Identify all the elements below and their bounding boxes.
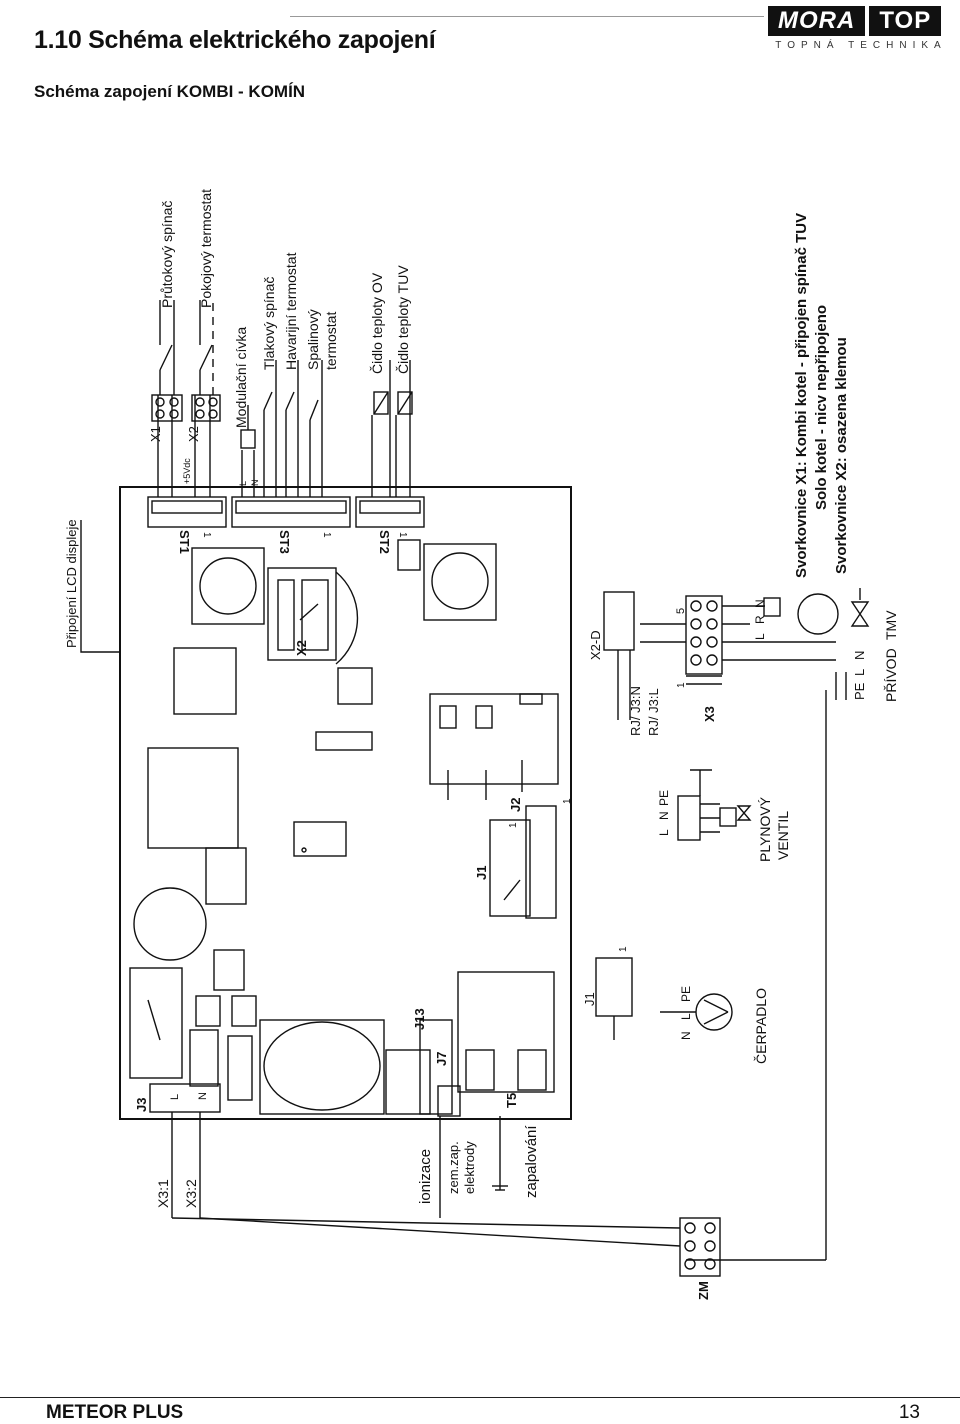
j3-pin-l: L bbox=[169, 1094, 181, 1100]
j1b-label: J1 bbox=[582, 992, 597, 1006]
x3-2-label: X3:2 bbox=[183, 1179, 199, 1208]
j3-pin-n: N bbox=[197, 1092, 209, 1100]
control-board bbox=[119, 486, 572, 1120]
x3-label: X3 bbox=[702, 706, 717, 722]
x1-label: X1 bbox=[148, 426, 163, 442]
logo-right: TOP bbox=[869, 6, 942, 36]
rj-n-label: RJ/ J3:N bbox=[628, 686, 643, 736]
x3-pin1: 1 bbox=[676, 682, 687, 688]
pressure-switch-label: Tlakový spínač bbox=[261, 277, 277, 370]
page-title: 1.10 Schéma elektrického zapojení bbox=[34, 26, 436, 54]
valve-pin-l: L bbox=[657, 829, 671, 836]
tmv-label: TMV bbox=[883, 610, 899, 640]
st3-label: ST3 bbox=[277, 530, 292, 554]
zem-zap-label: zem.zap. bbox=[446, 1141, 461, 1194]
rj-l-label: RJ/ J3:L bbox=[646, 688, 661, 736]
valve-terminal bbox=[677, 795, 701, 841]
x3-pin5: 5 bbox=[675, 608, 687, 614]
valve-label-1: PLYNOVÝ bbox=[757, 796, 773, 862]
lrn-pin-r: R bbox=[753, 615, 767, 624]
supply-label: PŘÍVOD bbox=[883, 648, 899, 702]
page-subtitle: Schéma zapojení KOMBI - KOMÍN bbox=[34, 82, 306, 101]
lrn-pin-n: N bbox=[753, 599, 767, 608]
sensor-tuv bbox=[397, 391, 413, 415]
emergency-thermostat-label: Havarijní termostat bbox=[283, 252, 299, 370]
sensor-ov bbox=[373, 391, 389, 415]
st1-label: ST1 bbox=[177, 530, 192, 554]
x2-board-label: X2 bbox=[294, 640, 309, 656]
st2-label: ST2 bbox=[377, 530, 392, 554]
j13-label: J13 bbox=[412, 1008, 427, 1030]
j1a-label: J1 bbox=[474, 866, 489, 880]
sensor-ov-label: Čidlo teploty OV bbox=[369, 272, 385, 374]
footer-rule bbox=[0, 1397, 960, 1398]
j3-label: J3 bbox=[134, 1098, 149, 1112]
footer-model: METEOR PLUS bbox=[46, 1402, 184, 1423]
room-thermostat-label: Pokojový termostat bbox=[198, 189, 214, 308]
j2-pin1: 1 bbox=[508, 822, 519, 828]
zapalovani-label: zapalování bbox=[523, 1125, 540, 1198]
pump-pin-n: N bbox=[679, 1031, 693, 1040]
pump-label: ČERPADLO bbox=[753, 988, 769, 1064]
supply-pin-pe: PE bbox=[852, 682, 867, 700]
brand-logo: MORA TOP TOPNÁ TECHNIKA bbox=[768, 6, 954, 51]
st3-pin1: 1 bbox=[321, 532, 332, 538]
x3-1-label: X3:1 bbox=[155, 1179, 171, 1208]
lcd-lead bbox=[80, 520, 120, 653]
tmv-motor bbox=[797, 593, 839, 635]
valve-label-2: VENTIL bbox=[775, 811, 791, 860]
ionizace-label: ionizace bbox=[417, 1149, 434, 1204]
x2-terminal bbox=[191, 394, 221, 422]
st3-connector bbox=[231, 496, 351, 528]
j2-label: J2 bbox=[508, 798, 523, 812]
t5-label: T5 bbox=[504, 1093, 519, 1108]
coil-pin-l: L bbox=[238, 481, 248, 486]
board-pin1: 1 bbox=[562, 798, 573, 804]
flue-thermostat-label-2: termostat bbox=[323, 312, 339, 370]
valve-pin-n: N bbox=[657, 811, 671, 820]
lcd-label: Připojení LCD displeje bbox=[64, 519, 79, 648]
logo-tagline: TOPNÁ TECHNIKA bbox=[775, 40, 947, 51]
header-rule bbox=[290, 16, 764, 17]
x2-label: X2 bbox=[186, 426, 201, 442]
st1-pin1: 1 bbox=[201, 532, 212, 538]
zm-terminal bbox=[679, 1217, 721, 1277]
lrn-pin-l: L bbox=[753, 633, 767, 640]
st1-connector bbox=[147, 496, 227, 528]
j7-label: J7 bbox=[434, 1052, 449, 1066]
note-2: Solo kotel - nicv nepřipojeno bbox=[813, 305, 830, 510]
pump-pin-pe: PE bbox=[679, 986, 693, 1002]
vdc-label: +5Vdc bbox=[182, 458, 192, 484]
pump-pin-l: L bbox=[679, 1013, 693, 1020]
valve-pin-pe: PE bbox=[657, 790, 671, 806]
elektrody-label: elektrody bbox=[462, 1141, 477, 1194]
zm-label: ZM bbox=[696, 1281, 711, 1300]
coil-label: Modulační cívka bbox=[233, 327, 249, 428]
flow-switch-label: Průtokový spínač bbox=[159, 201, 175, 308]
note-3: Svorkovnice X2: osazena klemou bbox=[833, 337, 850, 574]
sensor-tuv-label: Čidlo teploty TUV bbox=[395, 265, 411, 374]
logo-left: MORA bbox=[768, 6, 866, 36]
note-1: Svorkovnice X1: Kombi kotel - připojen s… bbox=[793, 213, 810, 578]
x2d-label: X2-D bbox=[588, 630, 603, 660]
j1b-pin1: 1 bbox=[618, 946, 629, 952]
st2-pin1: 1 bbox=[397, 532, 408, 538]
flue-thermostat-label-1: Spalinový bbox=[305, 309, 321, 370]
x1-terminal bbox=[151, 394, 183, 422]
coil-symbol bbox=[240, 429, 256, 449]
x3-terminal bbox=[685, 595, 723, 675]
page-number: 13 bbox=[898, 1402, 920, 1423]
supply-pin-n: N bbox=[852, 651, 867, 660]
coil-pin-n: N bbox=[250, 480, 260, 487]
supply-pin-l: L bbox=[852, 669, 867, 676]
